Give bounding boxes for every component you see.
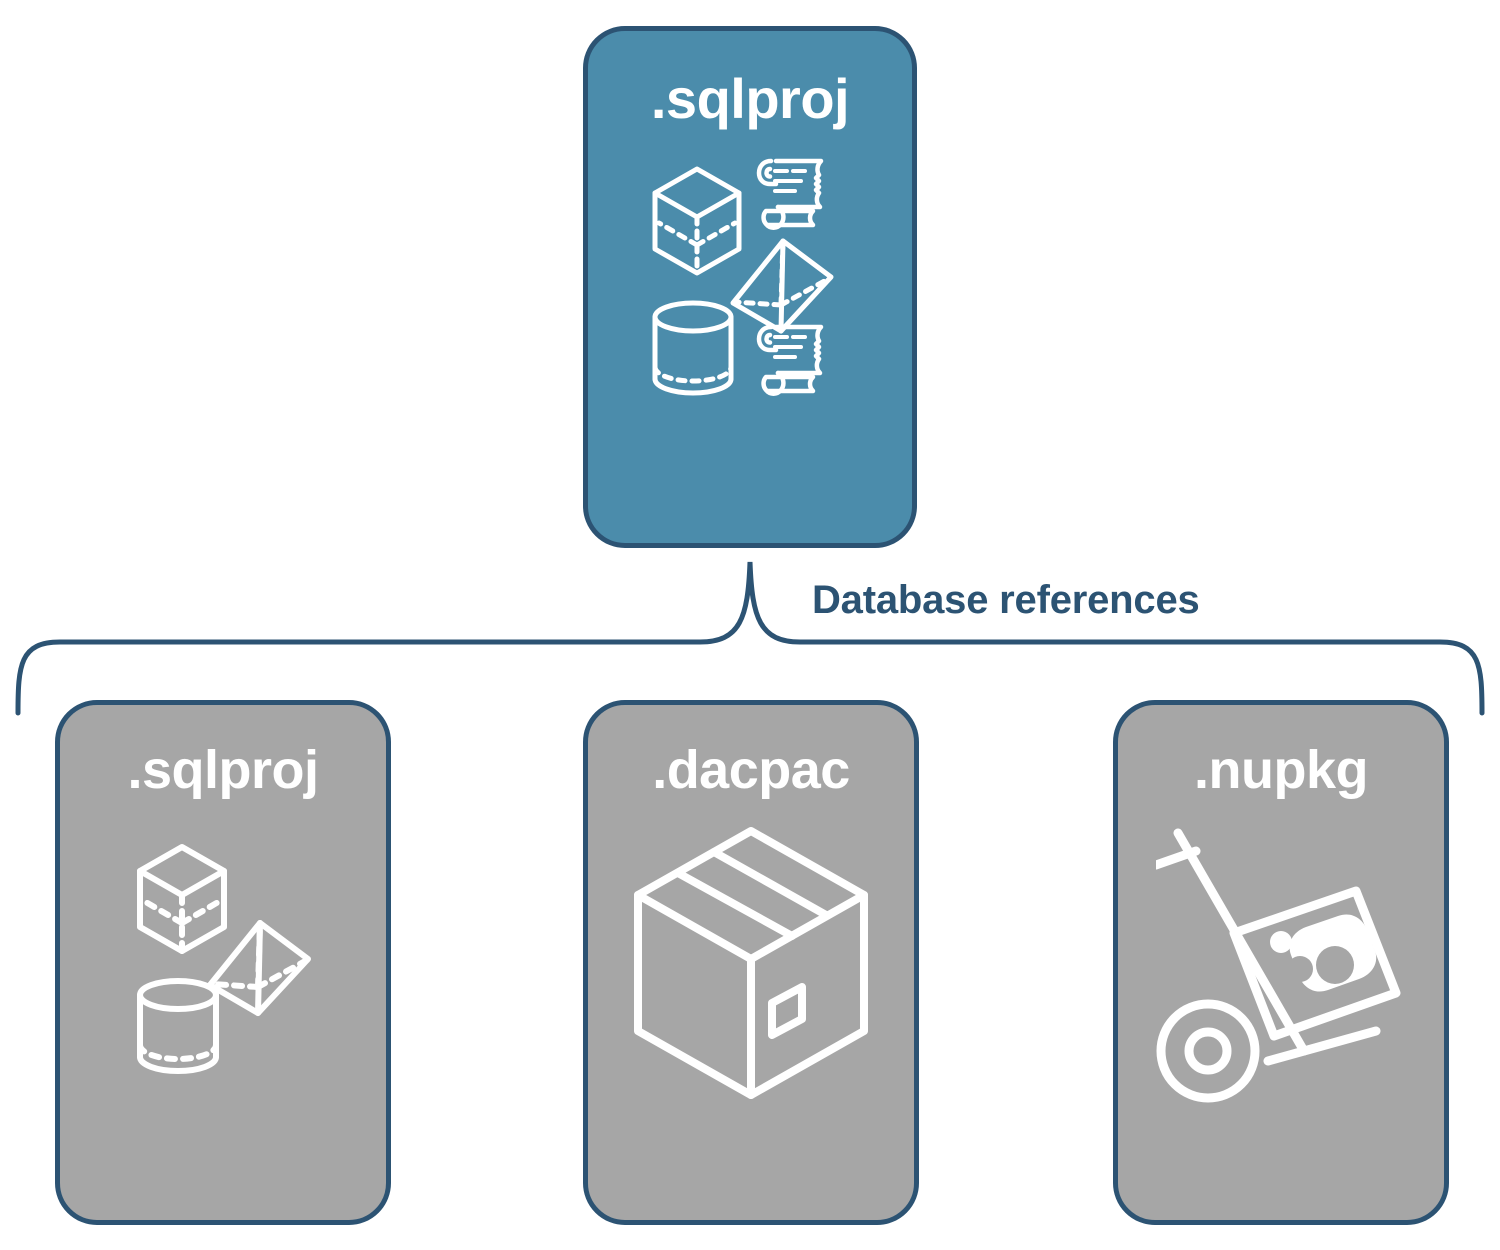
nuget-package-icon [1229,886,1401,1041]
card-title: .dacpac [652,740,850,800]
card-title: .nupkg [1194,740,1368,800]
node-card-sqlproj-ref[interactable]: .sqlproj [55,700,391,1225]
scroll-icon [756,158,824,230]
icon-group-database-objects [108,823,338,1083]
node-card-nupkg[interactable]: .nupkg [1113,700,1449,1225]
package-box-icon [634,827,868,1099]
cylinder-icon [137,978,219,1074]
icon-group-database-objects [635,145,865,415]
pyramid-icon [207,920,311,1016]
node-card-sqlproj-root[interactable]: .sqlproj [583,26,917,548]
cube-icon [652,166,742,276]
pyramid-icon [730,238,834,334]
node-card-dacpac[interactable]: .dacpac [583,700,919,1225]
icon-hand-truck [1156,823,1406,1103]
scroll-icon [756,324,824,396]
cylinder-icon [652,300,734,396]
cube-icon [137,844,227,954]
card-title: .sqlproj [650,67,850,130]
card-title: .sqlproj [127,740,319,800]
hand-truck-icon [1156,828,1381,1103]
icon-package-box [626,823,876,1103]
bracket-label: Database references [812,578,1200,622]
bracket-path [15,561,1485,716]
